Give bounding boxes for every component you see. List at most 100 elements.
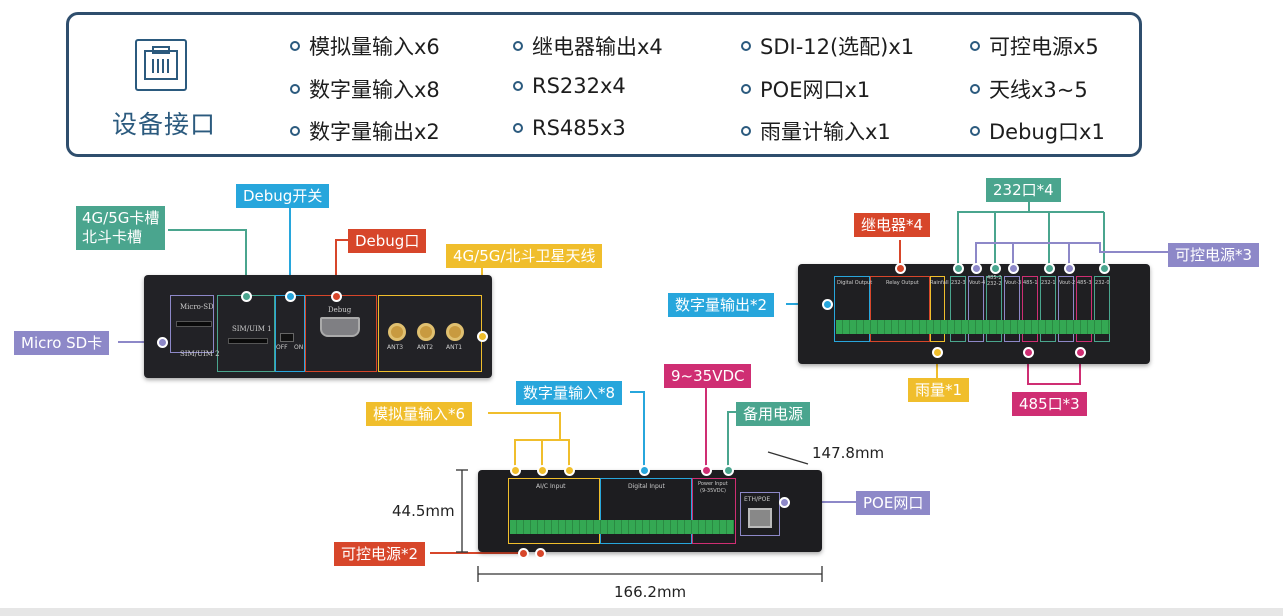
callout-microsd: Micro SD卡 [14,331,110,355]
bullet-icon [290,41,300,51]
antenna-connector-2[interactable] [417,323,435,341]
label-232-1: 232-1 [1041,280,1056,286]
label-eth-poe: ETH/POE [744,496,771,503]
ant2-label: ANT2 [417,344,434,351]
ethernet-port-icon [135,39,187,91]
label-vout-3: Vout-3 [1005,280,1022,286]
bullet-icon [970,41,980,51]
bottom-strip [0,608,1283,616]
switch-off-label: OFF [276,344,288,351]
group-eth-poe [740,492,780,536]
label-power-input: Power Input [698,481,728,487]
callout-analog-input: 模拟量输入*6 [366,402,473,426]
spec-item: 可控电源x5 [970,31,1099,61]
group-relay-output [870,276,930,342]
marker-microsd [157,337,168,348]
spec-item: 数字量输出x2 [290,116,440,146]
marker-rs232-a [953,263,964,274]
microsd-slot [176,321,212,327]
switch-on-label: ON [294,344,304,351]
sim2-label: SIM/UIM 2 [180,350,220,358]
device-bottom-view: AI/C Input Digital Input Power Input (9-… [478,470,822,552]
label-relay-output: Relay Output [886,280,919,286]
callout-ctrl-power-2: 可控电源*2 [334,542,426,566]
device-terminal-view: Digital Output Relay Output Rainfall 232… [798,264,1150,364]
callout-backup-power: 备用电源 [736,402,811,426]
callout-sim-line1: 4G/5G卡槽 [82,209,160,227]
label-485-2: 485-2 [987,275,1002,281]
ant3-label: ANT3 [387,344,404,351]
dimension-depth: 147.8mm [812,444,885,462]
marker-rs232-b [990,263,1001,274]
spec-item: 数字量输入x8 [290,74,440,104]
marker-antenna [477,331,488,342]
callout-sim-slot: 4G/5G卡槽 北斗卡槽 [76,206,166,250]
interface-summary-panel: 设备接口 模拟量输入x6 继电器输出x4 SDI-12(选配)x1 可控电源x5… [66,12,1142,157]
spec-item: Debug口x1 [970,116,1105,146]
marker-digital-input [639,465,650,476]
ethernet-port[interactable] [748,508,772,528]
label-485-3: 485-3 [1077,280,1092,286]
spec-item: 模拟量输入x6 [290,31,440,61]
antenna-connector-1[interactable] [446,323,464,341]
bullet-icon [290,84,300,94]
group-power-input [692,478,736,544]
debug-switch[interactable] [280,333,294,342]
group-vout-2 [1058,276,1074,342]
bullet-icon [513,81,523,91]
marker-voltage [701,465,712,476]
marker-debug-port [331,291,342,302]
marker-ctrl-power-b [1008,263,1019,274]
sim1-label: SIM/UIM 1 [232,325,272,333]
marker-rs232-d [1099,263,1110,274]
label-vout-4: Vout-4 [969,280,986,286]
dimension-width: 166.2mm [614,583,687,601]
antenna-connector-3[interactable] [388,323,406,341]
callout-relay: 继电器*4 [854,213,931,237]
callout-rain: 雨量*1 [908,378,970,402]
group-232-1 [1040,276,1056,342]
marker-rs485-a [1023,347,1034,358]
microsd-slot-outline [170,295,214,353]
callout-debug-switch: Debug开关 [236,184,330,208]
group-digital-input [600,478,692,544]
label-vout-2: Vout-2 [1059,280,1076,286]
spec-item: RS485x3 [513,116,626,140]
group-485-1 [1022,276,1038,342]
group-232-2 [986,276,1002,342]
ant1-label: ANT1 [446,344,463,351]
marker-ctrl-power-a [971,263,982,274]
callout-antenna: 4G/5G/北斗卫星天线 [446,244,603,268]
spec-item: SDI-12(选配)x1 [741,31,914,61]
bullet-icon [513,123,523,133]
terminal-block-strip [836,320,1110,334]
device-front-view: Micro-SD SIM/UIM 1 SIM/UIM 2 OFF ON Debu… [144,275,492,378]
db9-connector[interactable] [320,317,360,337]
callout-poe: POE网口 [856,491,931,515]
spec-item: 继电器输出x4 [513,31,663,61]
callout-debug-port: Debug口 [348,229,427,253]
callout-digital-out: 数字量输出*2 [668,293,775,317]
marker-relay [895,263,906,274]
marker-ctrl-power-2b [535,548,546,559]
callout-digital-input: 数字量输入*8 [516,381,623,405]
group-aic-input [508,478,600,544]
bullet-icon [970,84,980,94]
label-rainfall: Rainfall [930,280,949,286]
group-vout-3 [1004,276,1020,342]
marker-backup-power [723,465,734,476]
label-aic-input: AI/C Input [536,483,566,490]
label-232-3: 232-3 [951,280,966,286]
group-232-0 [1094,276,1110,342]
marker-analog-a [510,465,521,476]
marker-rs485-b [1075,347,1086,358]
marker-sim [241,291,252,302]
bullet-icon [741,84,751,94]
group-rainfall [930,276,945,342]
group-485-3 [1076,276,1092,342]
marker-debug-switch [285,291,296,302]
callout-voltage: 9~35VDC [664,364,752,388]
callout-rs485: 485口*3 [1012,392,1087,416]
debug-port-label: Debug [328,306,352,314]
bullet-icon [741,41,751,51]
